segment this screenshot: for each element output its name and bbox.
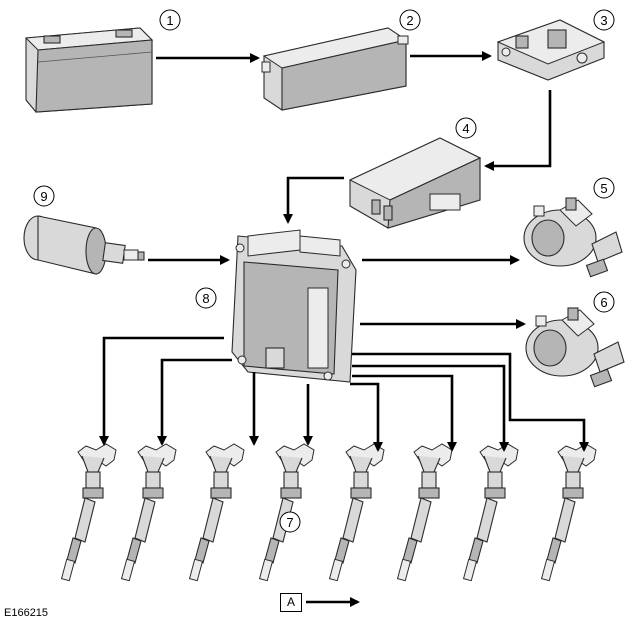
svg-text:8: 8 [202, 291, 209, 306]
callout-4: 4 [455, 117, 477, 139]
callout-8: 8 [195, 287, 217, 309]
fuel-injector-8 [540, 443, 597, 582]
reference-code: E166215 [4, 607, 49, 619]
callout-7: 7 [279, 511, 301, 533]
engine-control-module [231, 229, 357, 383]
battery [24, 27, 154, 113]
callout-1: 1 [159, 9, 181, 31]
fuse-relay-block [496, 19, 606, 81]
fuel-injector-5 [328, 443, 385, 582]
fuel-injector-3 [188, 443, 245, 582]
fuel-injector-2 [120, 443, 177, 582]
callout-9: 9 [33, 185, 55, 207]
fuel-injector-7 [462, 443, 519, 582]
callout-5: 5 [593, 177, 615, 199]
fuel-pressure-sensor [23, 215, 145, 275]
svg-text:2: 2 [406, 13, 413, 28]
callout-6: 6 [593, 291, 615, 313]
control-module [261, 27, 409, 111]
fuel-injectors [60, 443, 597, 582]
high-pressure-fuel-pump-upper [523, 197, 623, 278]
fuel-injector-1 [60, 443, 117, 582]
callout-2: 2 [399, 9, 421, 31]
svg-text:1: 1 [166, 13, 173, 28]
svg-text:9: 9 [40, 189, 47, 204]
svg-text:6: 6 [600, 295, 607, 310]
fuel-injector-6 [396, 443, 453, 582]
svg-text:4: 4 [462, 121, 469, 136]
connection-arrows [99, 51, 589, 607]
svg-text:3: 3 [600, 13, 607, 28]
high-pressure-fuel-pump-lower [525, 307, 625, 388]
callout-3: 3 [593, 9, 615, 31]
legend-key-a: A [280, 593, 302, 612]
svg-text:7: 7 [286, 515, 293, 530]
fuel-pump-driver-module [348, 137, 482, 229]
svg-text:5: 5 [600, 181, 607, 196]
